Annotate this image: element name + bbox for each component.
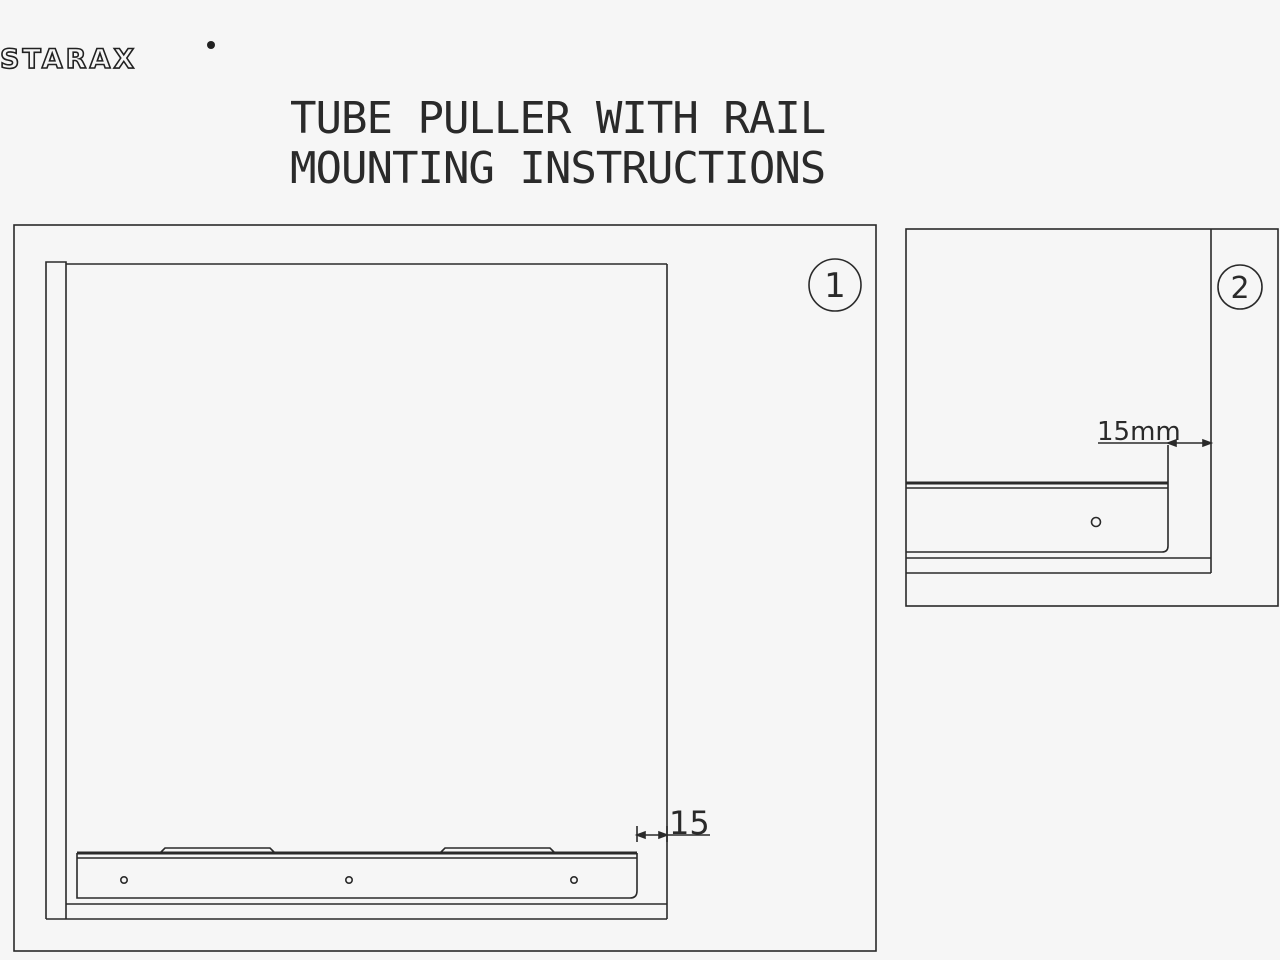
tube-puller-rail-detail [906, 445, 1169, 553]
mounting-hole [344, 875, 353, 884]
step-1-circle [808, 258, 862, 312]
starax-logo: STARAX [0, 43, 138, 76]
figure-2 [905, 228, 1279, 607]
step-1-number: 1 [824, 266, 846, 306]
dimension-15-label: 15 [669, 804, 710, 842]
title-line-2: MOUNTING INSTRUCTIONS [290, 143, 826, 194]
dimension-15 [634, 826, 710, 842]
logo-registered-mark [207, 41, 215, 49]
page-title: TUBE PULLER WITH RAIL MOUNTING INSTRUCTI… [290, 93, 826, 194]
dimension-15mm [1098, 438, 1214, 448]
mounting-hole [569, 875, 578, 884]
figure-1-frame [13, 224, 877, 952]
tube-puller-rail [76, 847, 638, 899]
step-2-circle [1217, 264, 1263, 310]
cabinet-corner-detail [906, 229, 1212, 574]
dimension-15mm-label: 15mm [1097, 417, 1181, 447]
title-line-1: TUBE PULLER WITH RAIL [290, 93, 826, 144]
mounting-hole [1090, 516, 1102, 528]
figure-1 [13, 224, 877, 952]
step-2-number: 2 [1230, 271, 1249, 306]
mounting-hole [120, 875, 129, 884]
cabinet-outline [45, 261, 668, 920]
figure-2-frame [905, 228, 1279, 607]
